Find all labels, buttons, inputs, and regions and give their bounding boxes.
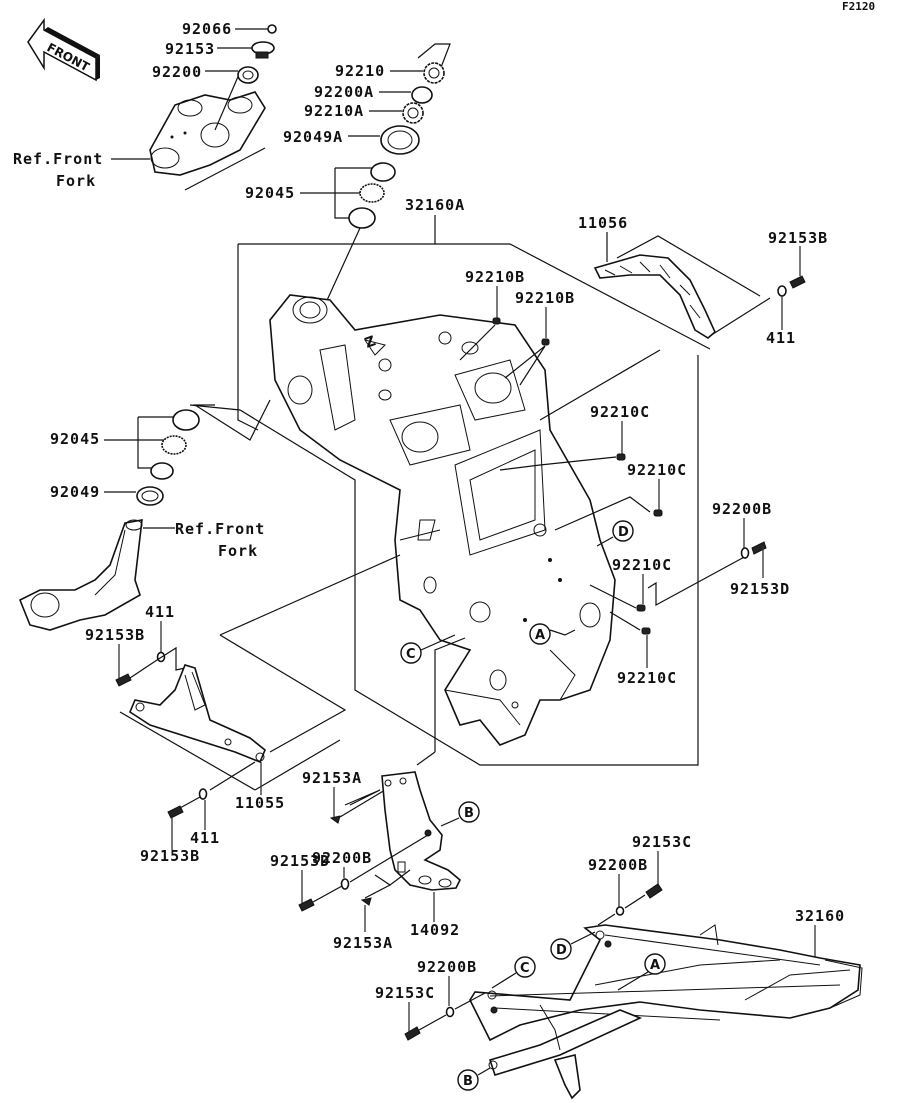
- cap-icon: [267, 24, 277, 34]
- part-number-92210C-4[interactable]: 92210C: [617, 669, 677, 687]
- bearing-race-icon: [348, 162, 396, 229]
- washer-icon: [198, 788, 208, 800]
- part-number-92200B-low1[interactable]: 92200B: [588, 856, 648, 874]
- part-number-92210B-2[interactable]: 92210B: [515, 289, 575, 307]
- part-number-92153C[interactable]: 92153C: [632, 833, 692, 851]
- washer-icon: [740, 547, 750, 559]
- frame-rail-11056[interactable]: [593, 254, 716, 339]
- nut-icon: [616, 453, 626, 461]
- screw-icon: [329, 815, 341, 824]
- part-number-11055[interactable]: 11055: [235, 794, 285, 812]
- connector-a-label: A: [535, 628, 545, 643]
- washer-icon: [777, 285, 787, 297]
- part-number-411-bottom[interactable]: 411: [190, 829, 220, 847]
- part-number-92200B[interactable]: 92200B: [712, 500, 772, 518]
- part-number-92210A[interactable]: 92210A: [304, 102, 364, 120]
- washer-icon: [445, 1006, 455, 1018]
- connector-c-sub[interactable]: [514, 956, 536, 978]
- part-number-92049[interactable]: 92049: [50, 483, 100, 501]
- connector-d-sub[interactable]: [550, 938, 572, 960]
- screw-icon: [360, 897, 372, 906]
- nut-icon: [636, 604, 646, 612]
- bolt-icon: [167, 805, 184, 819]
- ref-front-fork-label-mid[interactable]: Ref.Front: [175, 520, 265, 538]
- locknut-icon: [402, 102, 424, 124]
- connector-b[interactable]: [458, 801, 480, 823]
- connector-d-sub-label: D: [556, 943, 567, 958]
- ref-front-fork-label[interactable]: Ref.Front: [13, 150, 103, 168]
- part-number-92153A[interactable]: 92153A: [302, 769, 362, 787]
- connector-d-label: D: [618, 525, 629, 540]
- rear-subframe-32160[interactable]: [469, 924, 863, 1100]
- part-number-14092[interactable]: 14092: [410, 921, 460, 939]
- part-number-92153B[interactable]: 92153B: [768, 229, 828, 247]
- nut-icon: [653, 509, 663, 517]
- part-number-92210C-2[interactable]: 92210C: [627, 461, 687, 479]
- nut-icon: [541, 338, 550, 346]
- washer-icon: [411, 86, 433, 104]
- part-number-411-left[interactable]: 411: [145, 603, 175, 621]
- upper-triple-clamp[interactable]: [149, 91, 266, 176]
- seal-icon: [136, 486, 164, 506]
- connector-b-label: B: [464, 806, 474, 821]
- part-number-92153D-mid[interactable]: 92153D: [270, 852, 330, 870]
- part-number-32160[interactable]: 32160: [795, 907, 845, 925]
- part-number-92153B-bottom[interactable]: 92153B: [140, 847, 200, 865]
- ref-front-fork-label-mid-2[interactable]: Fork: [218, 542, 258, 560]
- connector-a[interactable]: [529, 623, 551, 645]
- locknut-icon: [423, 62, 445, 84]
- footrest-bracket-11055[interactable]: [129, 664, 266, 764]
- part-number-92200B-mid[interactable]: 92200B: [312, 849, 372, 867]
- front-arrow-icon: FRONT: [27, 17, 100, 82]
- part-number-92153[interactable]: 92153: [165, 40, 215, 58]
- part-number-92200B-low2[interactable]: 92200B: [417, 958, 477, 976]
- part-number-92153D[interactable]: 92153D: [730, 580, 790, 598]
- bolt-icon: [298, 898, 315, 912]
- part-number-11056[interactable]: 11056: [578, 214, 628, 232]
- connector-b-sub[interactable]: [457, 1069, 479, 1091]
- bearing-race-icon: [150, 409, 200, 480]
- part-number-411[interactable]: 411: [766, 329, 796, 347]
- seal-icon: [380, 125, 420, 155]
- bolt-icon: [645, 883, 663, 899]
- ref-front-fork-label-2[interactable]: Fork: [56, 172, 96, 190]
- bolt-icon: [404, 1026, 421, 1041]
- washer-icon: [340, 878, 350, 890]
- washer-icon: [237, 66, 259, 84]
- bolt-icon: [751, 541, 767, 555]
- bolt-icon: [789, 275, 806, 289]
- main-frame[interactable]: [269, 294, 616, 746]
- part-number-92210C[interactable]: 92210C: [590, 403, 650, 421]
- diagram-code: F2120: [842, 0, 875, 13]
- connector-a-sub[interactable]: [644, 953, 666, 975]
- part-number-92210C-3[interactable]: 92210C: [612, 556, 672, 574]
- part-number-92210B[interactable]: 92210B: [465, 268, 525, 286]
- part-number-92153A-2[interactable]: 92153A: [333, 934, 393, 952]
- nut-icon: [641, 627, 651, 635]
- connector-c[interactable]: [400, 642, 422, 664]
- part-number-92200A[interactable]: 92200A: [314, 83, 374, 101]
- part-number-92049A[interactable]: 92049A: [283, 128, 343, 146]
- part-number-92045[interactable]: 92045: [245, 184, 295, 202]
- part-number-92200[interactable]: 92200: [152, 63, 202, 81]
- part-number-92045-left[interactable]: 92045: [50, 430, 100, 448]
- part-number-92210[interactable]: 92210: [335, 62, 385, 80]
- part-number-92066[interactable]: 92066: [182, 20, 232, 38]
- bolt-icon: [115, 673, 132, 687]
- lower-triple-clamp[interactable]: [18, 519, 143, 631]
- part-number-92153B-left[interactable]: 92153B: [85, 626, 145, 644]
- connector-c-sub-label: C: [520, 961, 530, 976]
- part-number-92153C-2[interactable]: 92153C: [375, 984, 435, 1002]
- washer-icon: [615, 906, 625, 916]
- connector-d[interactable]: [612, 520, 634, 542]
- connector-b-sub-label: B: [463, 1074, 473, 1089]
- nut-icon: [492, 317, 501, 325]
- bolt-icon: [251, 41, 275, 59]
- connector-c-label: C: [406, 647, 416, 662]
- part-number-32160A[interactable]: 32160A: [405, 196, 465, 214]
- bracket-14092[interactable]: [381, 771, 461, 891]
- connector-a-sub-label: A: [650, 958, 660, 973]
